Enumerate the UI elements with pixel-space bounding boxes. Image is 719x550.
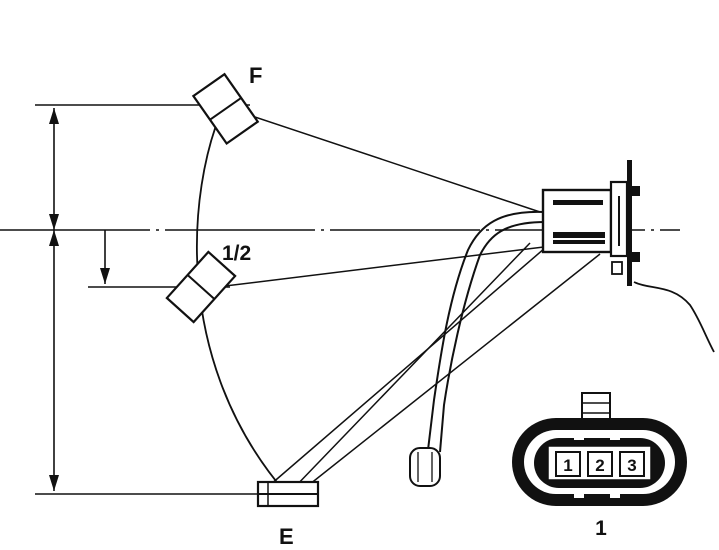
sender-unit <box>541 160 640 286</box>
dimension-arrowheads <box>49 108 110 491</box>
connector-pins: 1 2 3 <box>555 451 645 477</box>
connector-pin-1-label: 1 <box>563 456 572 475</box>
full-label: F <box>249 63 262 88</box>
empty-label: E <box>279 524 294 549</box>
float-empty-position <box>256 480 320 508</box>
float-full-position <box>191 72 260 146</box>
connector-pin-1-box <box>555 451 581 477</box>
pickup-tube <box>427 210 546 451</box>
pickup-tube-inner <box>439 221 546 453</box>
electrical-connector <box>512 392 687 506</box>
half-label: 1/2 <box>222 242 251 265</box>
connector-pin-2-label: 2 <box>595 456 604 475</box>
connector-pin-2-box <box>587 451 613 477</box>
tank-wall <box>633 281 715 353</box>
connector-pin-3-box <box>619 451 645 477</box>
connector-pin-3-label: 3 <box>627 456 636 475</box>
pickup-filter-sock <box>409 447 441 487</box>
float-half-position <box>165 250 237 324</box>
connector-ref-label: 1 <box>595 517 607 540</box>
float-arm-lines <box>224 111 601 493</box>
